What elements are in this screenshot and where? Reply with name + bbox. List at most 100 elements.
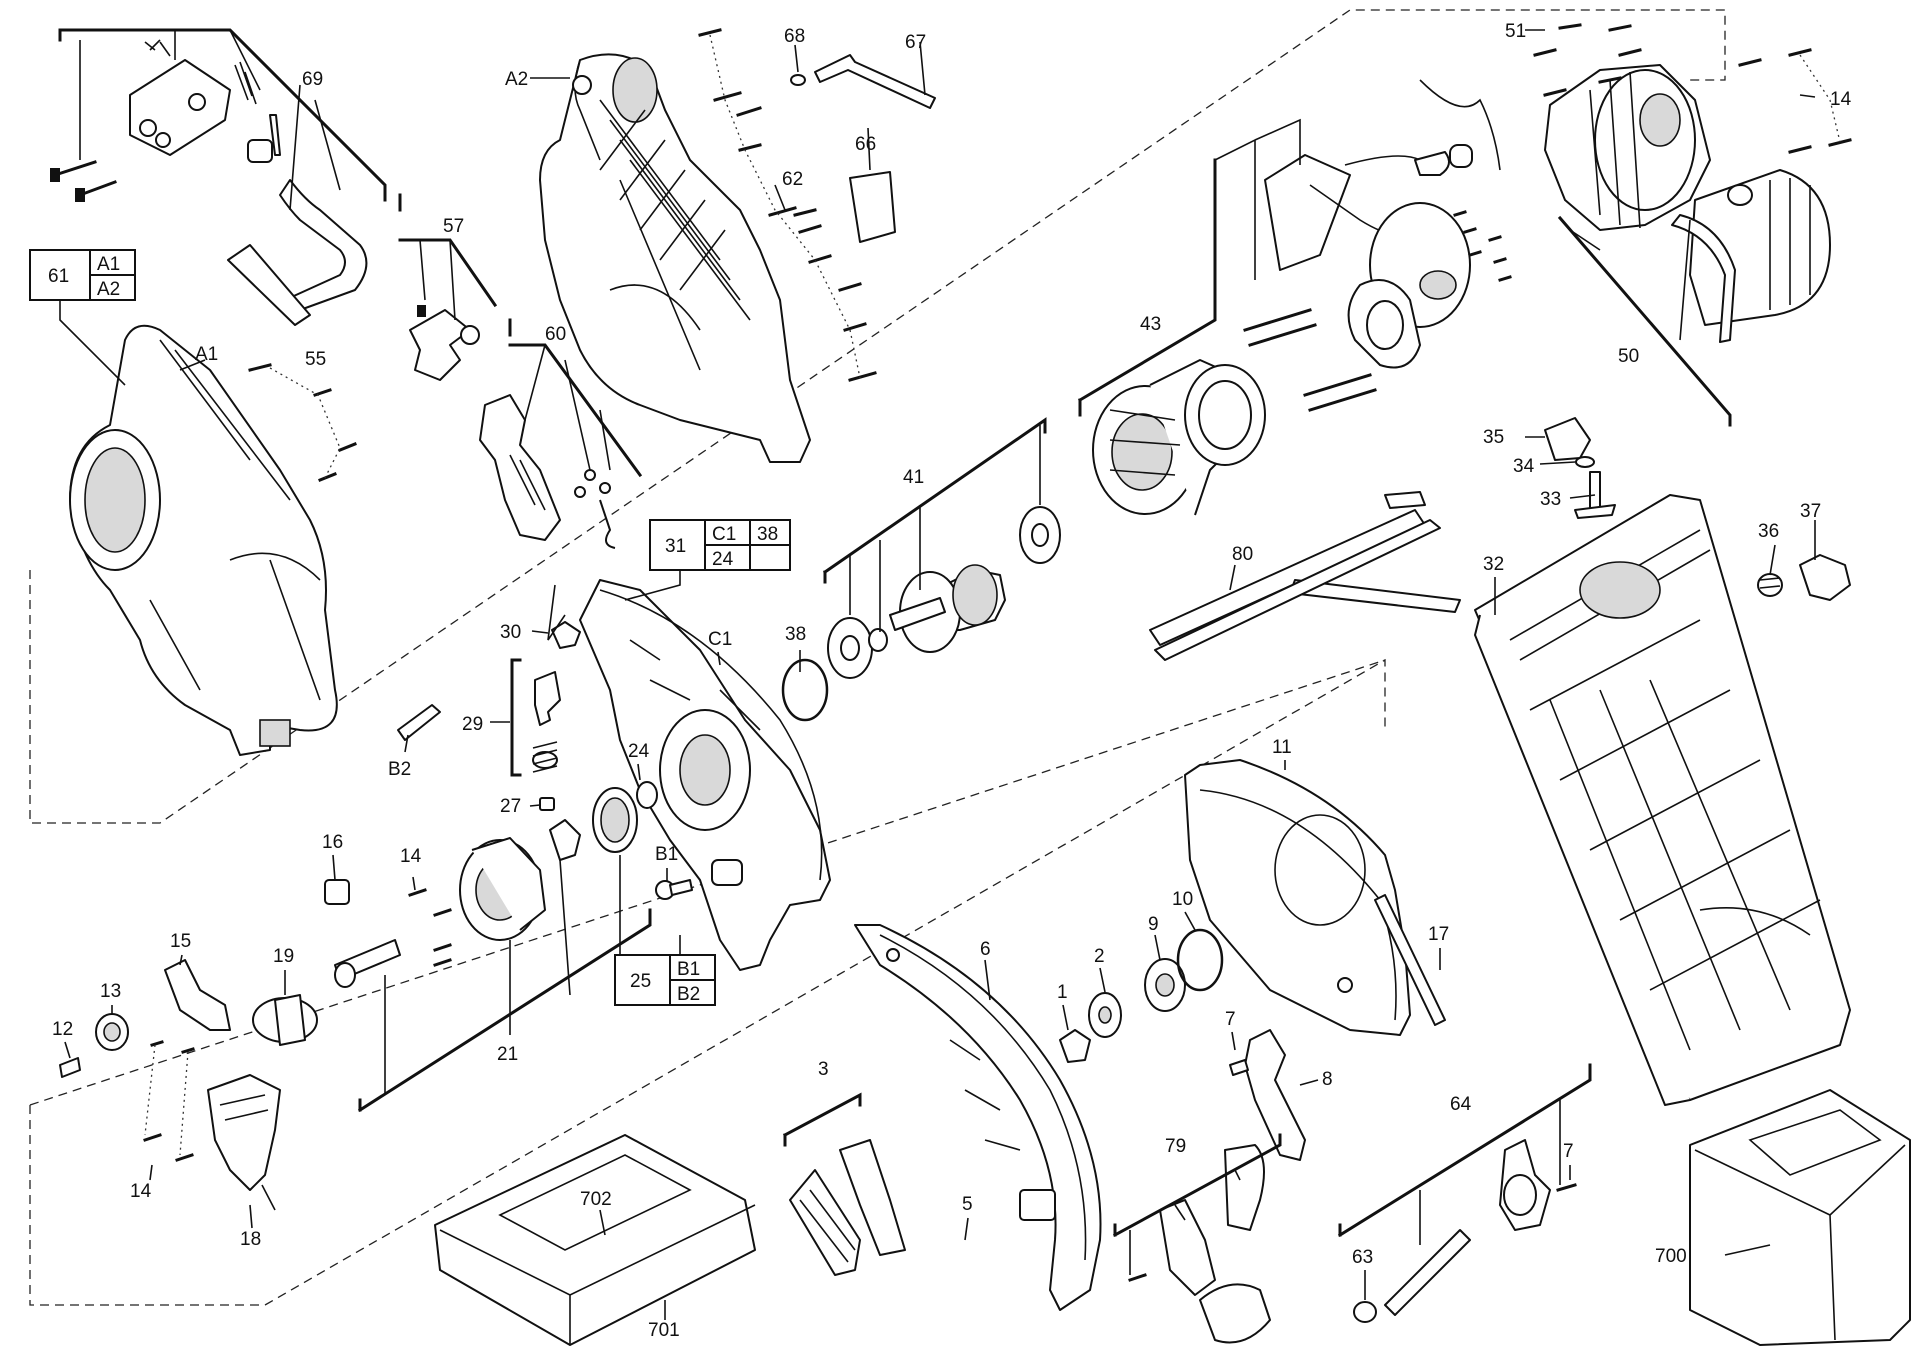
part-callouts: 69 57 60 A2 68 67 62 66 A1 55 51 14 43 5…: [52, 21, 1852, 1341]
ref-table-61-main: 61: [48, 266, 69, 287]
callout-14-mid: 14: [400, 846, 422, 867]
bushing-13-12: [59, 1013, 129, 1078]
ref-table-31-main: 31: [665, 536, 686, 557]
callout-30: 30: [500, 622, 521, 643]
callout-24: 24: [628, 741, 650, 762]
bracket-15: [143, 888, 452, 1162]
handle-housing-a2: [539, 53, 811, 463]
screws-51-14: [1533, 23, 1852, 154]
switch-60: [479, 394, 616, 549]
callout-16: 16: [322, 832, 343, 853]
gear-housing-c1: [579, 579, 831, 971]
o-ring-38: [781, 658, 829, 722]
callout-34: 34: [1513, 456, 1535, 477]
ref-table-31-r1c2: 38: [757, 524, 778, 545]
ref-table-31-r2c1: 24: [712, 549, 734, 570]
callout-701: 701: [648, 1320, 680, 1341]
callout-41: 41: [903, 467, 924, 488]
callout-6: 6: [980, 939, 991, 960]
callout-b1: B1: [655, 844, 678, 865]
knob-assembly-35: [1544, 417, 1616, 519]
callout-702: 702: [580, 1189, 612, 1210]
callout-60: 60: [545, 324, 566, 345]
callout-64: 64: [1450, 1094, 1472, 1115]
electronics-board: [1243, 79, 1501, 412]
armature-41: [827, 506, 1061, 679]
screws-a2: [698, 28, 877, 382]
ref-table-61-bottom: A2: [97, 279, 120, 300]
ref-table-31: 31 C1 38 24: [624, 519, 791, 601]
pin-64: [1353, 1139, 1577, 1323]
switch-57: [409, 305, 480, 381]
callout-50: 50: [1618, 346, 1639, 367]
spindle-assembly-21: [252, 837, 546, 1046]
ref-table-25-top: B1: [677, 959, 700, 980]
lock-mechanism-69: [129, 39, 368, 326]
callout-c1: C1: [708, 629, 732, 650]
guard-insert-3: [789, 1139, 906, 1276]
callout-33: 33: [1540, 489, 1561, 510]
callout-36: 36: [1758, 521, 1779, 542]
callout-13: 13: [100, 981, 121, 1002]
callout-32: 32: [1483, 554, 1504, 575]
callout-69: 69: [302, 69, 323, 90]
callout-14-top: 14: [1830, 89, 1852, 110]
ref-table-25: 25 B1 B2: [614, 935, 716, 1006]
leader-lines: [58, 28, 1816, 1320]
callout-38: 38: [785, 624, 806, 645]
case-701-702: [434, 1134, 756, 1346]
callout-5: 5: [962, 1194, 973, 1215]
callout-a1: A1: [195, 344, 218, 365]
ref-table-61-top: A1: [97, 254, 120, 275]
callout-63: 63: [1352, 1247, 1373, 1268]
base-plate-32: [1474, 494, 1851, 1106]
assembly-outline-handle: [29, 9, 1726, 824]
callout-62: 62: [782, 169, 803, 190]
callout-9: 9: [1148, 914, 1159, 935]
callout-700: 700: [1655, 1246, 1687, 1267]
stator-43: [1092, 359, 1266, 516]
callout-68: 68: [784, 26, 805, 47]
ref-table-25-main: 25: [630, 971, 651, 992]
callout-a2: A2: [505, 69, 528, 90]
callout-66: 66: [855, 134, 876, 155]
callout-29: 29: [462, 714, 483, 735]
callout-17: 17: [1428, 924, 1449, 945]
callout-b2: B2: [388, 759, 411, 780]
callout-14-low: 14: [130, 1181, 152, 1202]
callout-1: 1: [1057, 982, 1068, 1003]
callout-55: 55: [305, 349, 326, 370]
callout-51: 51: [1505, 21, 1526, 42]
callout-57: 57: [443, 216, 464, 237]
screws-upper-left: [50, 160, 117, 202]
blade-fasteners: [1059, 928, 1224, 1063]
lower-guard-11: [1184, 759, 1446, 1036]
callout-12: 12: [52, 1019, 73, 1040]
callout-7-mid: 7: [1225, 1009, 1236, 1030]
callout-79: 79: [1165, 1136, 1186, 1157]
callout-35: 35: [1483, 427, 1504, 448]
callout-8: 8: [1322, 1069, 1333, 1090]
callout-27: 27: [500, 796, 521, 817]
parts-30-29-b2: [397, 621, 581, 773]
screws-55: [248, 363, 357, 482]
callout-19: 19: [273, 946, 294, 967]
motor-housing-50: [1449, 64, 1831, 343]
callout-7-low: 7: [1563, 1141, 1574, 1162]
callout-37: 37: [1800, 501, 1821, 522]
ref-table-25-bottom: B2: [677, 984, 700, 1005]
callout-43: 43: [1140, 314, 1161, 335]
knob-37: [1757, 554, 1851, 601]
ref-table-31-r1c1: C1: [712, 524, 736, 545]
ref-table-61: 61 A1 A2: [29, 249, 136, 386]
callout-18: 18: [240, 1229, 261, 1250]
gear-assembly: [539, 781, 693, 900]
clamp-79: [1128, 1144, 1271, 1344]
callout-11: 11: [1272, 737, 1292, 758]
handle-housing-a1: [69, 324, 338, 756]
callout-3: 3: [818, 1059, 829, 1080]
callout-67: 67: [905, 32, 926, 53]
lever-8: [1229, 1029, 1306, 1161]
